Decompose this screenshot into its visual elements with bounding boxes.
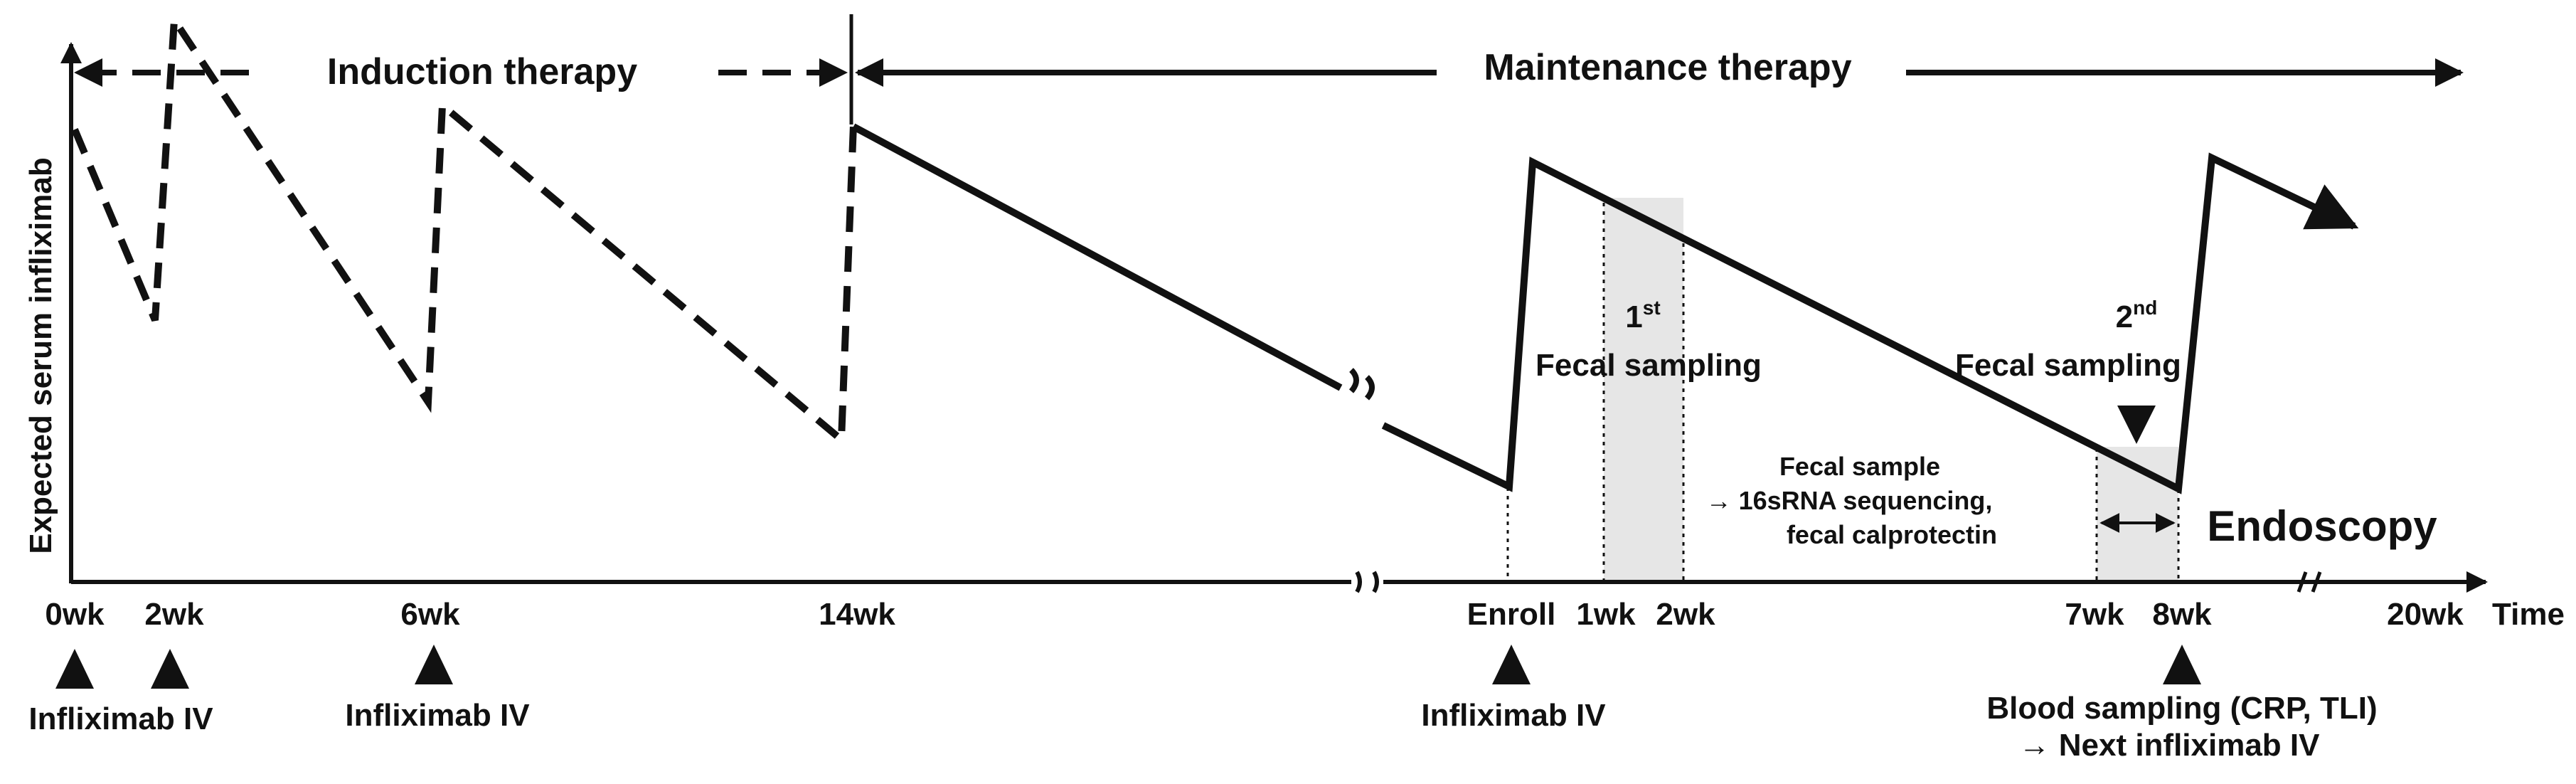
triangle-marker-8wk: [2163, 645, 2201, 684]
next-infliximab-label: → Next infliximab IV: [2019, 728, 2321, 763]
tick-0wk: 0wk: [45, 597, 105, 632]
tick-8wk: 8wk: [2152, 597, 2212, 632]
fecal-sampling-2-heading: 2nd: [2116, 297, 2158, 334]
tick-20wk: 20wk: [2387, 597, 2464, 632]
tick-7wk: 7wk: [2065, 597, 2124, 632]
fecal-sampling-2-label: Fecal sampling: [1955, 348, 2181, 383]
fecal-sampling-1-heading: 1st: [1625, 297, 1660, 334]
x-axis-break-mark-2: [2296, 571, 2322, 593]
infliximab-iv-label-1: Infliximab IV: [28, 701, 213, 736]
triangle-marker-0wk: [55, 649, 94, 689]
fecal-sample-note-line3: fecal calprotectin: [1787, 520, 1997, 549]
induction-concentration-curve: [71, 9, 857, 447]
fecal-sample-note-line2: → 16sRNA sequencing,: [1706, 486, 1993, 515]
x-axis-label-time: Time: [2492, 597, 2565, 632]
infliximab-iv-label-3: Infliximab IV: [1421, 698, 1606, 733]
induction-therapy-label: Induction therapy: [327, 51, 637, 92]
tick-1wk: 1wk: [1576, 597, 1636, 632]
maintenance-curve-segment-1: [851, 123, 1343, 391]
triangle-marker-2nd-sampling: [2117, 406, 2156, 444]
triangle-marker-6wk: [415, 645, 453, 684]
curve-break-mark: [1348, 368, 1375, 401]
fecal-sampling-1-label: Fecal sampling: [1536, 348, 1762, 383]
tick-14wk: 14wk: [819, 597, 895, 632]
triangle-marker-enroll: [1492, 645, 1531, 684]
fecal-sample-note-line1: Fecal sample: [1779, 452, 1940, 481]
maintenance-curve-segment-2: [1381, 152, 2359, 494]
x-axis-break-mark: [1355, 571, 1379, 593]
y-axis-label: Expected serum infliximab: [23, 157, 58, 554]
blood-sampling-label: Blood sampling (CRP, TLI): [1986, 691, 2377, 726]
tick-6wk: 6wk: [400, 597, 460, 632]
infliximab-iv-label-2: Infliximab IV: [345, 698, 530, 733]
maintenance-therapy-label: Maintenance therapy: [1484, 47, 1851, 88]
tick-2wk-maint: 2wk: [1656, 597, 1715, 632]
endoscopy-label: Endoscopy: [2207, 502, 2437, 550]
tick-2wk: 2wk: [144, 597, 204, 632]
tick-enroll: Enroll: [1467, 597, 1556, 632]
fecal-sampling-1-window: [1604, 198, 1683, 582]
triangle-marker-2wk: [151, 649, 189, 689]
